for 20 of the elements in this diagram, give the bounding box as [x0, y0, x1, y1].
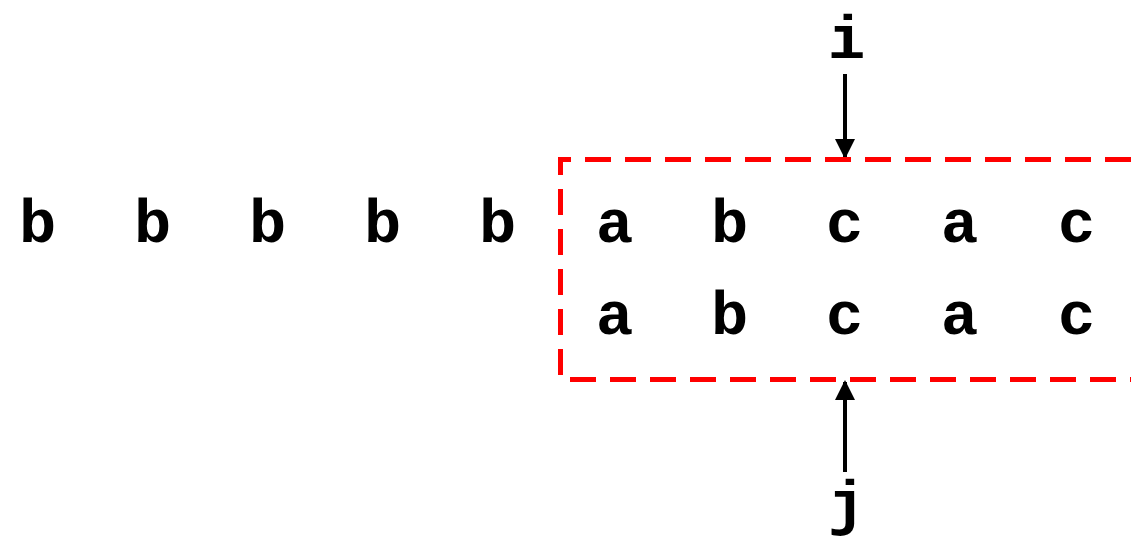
sequence-letter: b: [711, 287, 749, 349]
sequence-letter: b: [711, 195, 749, 257]
sequence-letter: a: [941, 287, 979, 349]
pointer-label: i: [828, 10, 862, 74]
dashed-window-frame: [558, 157, 1131, 382]
sequence-letter: b: [249, 195, 287, 257]
sequence-letter: a: [941, 195, 979, 257]
sequence-letter: c: [1058, 287, 1096, 349]
sequence-letter: c: [826, 195, 864, 257]
sequence-letter: b: [479, 195, 517, 257]
sequence-letter: c: [826, 287, 864, 349]
sequence-letter: b: [364, 195, 402, 257]
sequence-letter: b: [19, 195, 57, 257]
sequence-letter: a: [596, 287, 634, 349]
arrow: [835, 74, 855, 159]
sequence-letter: c: [1058, 195, 1096, 257]
arrow: [835, 380, 855, 472]
sequence-letter: a: [596, 195, 634, 257]
pointer-label: j: [828, 472, 862, 542]
sequence-letter: b: [134, 195, 172, 257]
